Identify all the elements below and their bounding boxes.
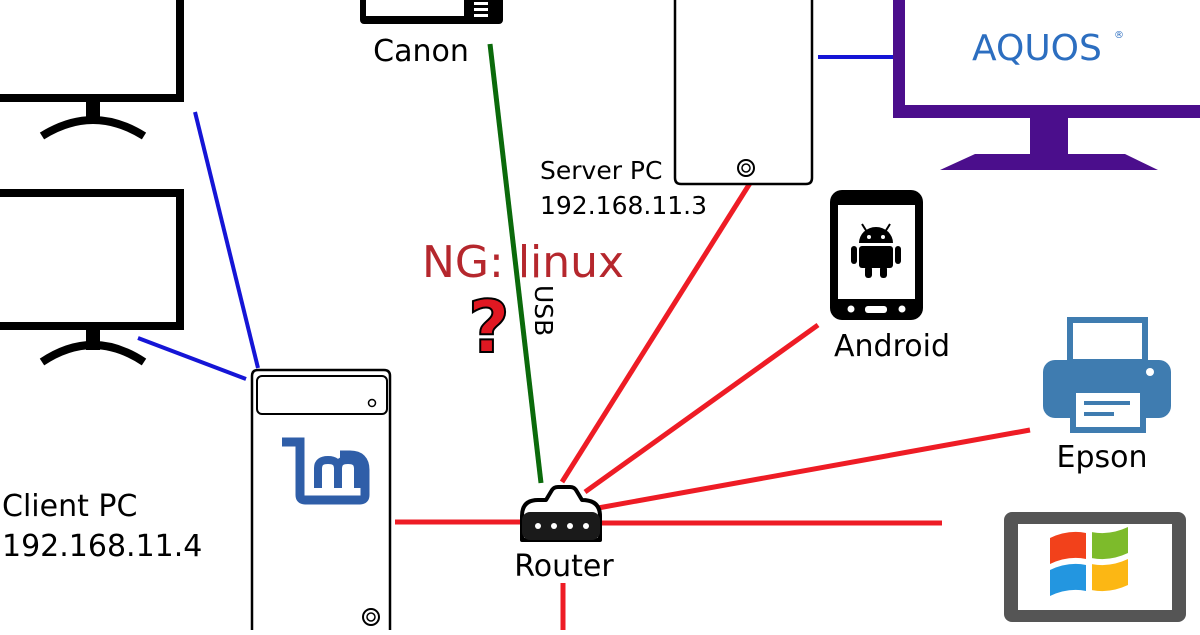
- link-usb-canon: [487, 43, 544, 484]
- android-label: Android: [834, 329, 950, 364]
- router-label: Router: [514, 549, 614, 584]
- tv-brand-logo: AQUOS: [972, 28, 1102, 69]
- monitor-2: [0, 189, 184, 366]
- usb-label: USB: [529, 285, 558, 336]
- server-ip-label: 192.168.11.3: [540, 191, 707, 220]
- ng-linux-note: NG: linux: [422, 237, 624, 288]
- canon-printer: [360, 0, 503, 24]
- epson-label: Epson: [1057, 440, 1148, 475]
- link-router-epson: [597, 427, 1031, 511]
- client-pc: [250, 368, 392, 635]
- link-router-server: [559, 178, 755, 484]
- router: [520, 485, 602, 542]
- client-power-icon: [362, 608, 380, 626]
- connections: [137, 43, 1031, 630]
- tv-brand-mark: ®: [1114, 30, 1124, 41]
- server-pc: [673, 0, 814, 186]
- android-phone: [830, 190, 923, 320]
- link-client-monitor-2: [137, 336, 247, 381]
- android-robot-icon: [851, 223, 901, 278]
- linux-mint-logo: [282, 437, 370, 505]
- windows-logo: [1050, 527, 1128, 596]
- windows-tablet: [1004, 512, 1186, 622]
- aquos-tv: [893, 0, 1200, 170]
- question-mark-icon: ?: [468, 285, 510, 369]
- client-ip-label: 192.168.11.4: [2, 529, 202, 564]
- server-name-label: Server PC: [540, 156, 662, 185]
- client-name-label: Client PC: [2, 489, 137, 524]
- epson-printer: [1043, 317, 1171, 433]
- canon-label: Canon: [373, 34, 469, 69]
- link-client-monitor-1: [193, 111, 260, 369]
- link-router-android: [583, 322, 820, 495]
- monitor-1: [0, 0, 184, 140]
- server-power-icon: [737, 159, 755, 177]
